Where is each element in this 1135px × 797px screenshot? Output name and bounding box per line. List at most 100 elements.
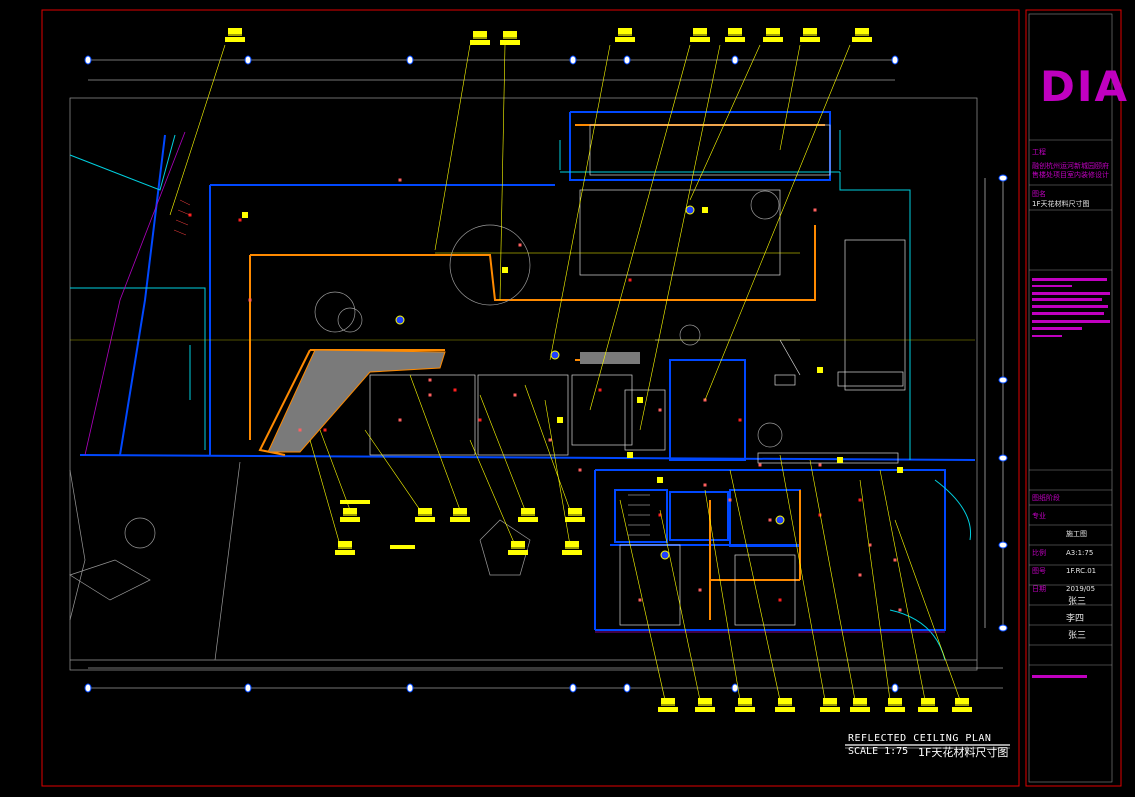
axis-bubble — [406, 55, 414, 65]
material-tag — [415, 508, 435, 522]
dimension-lines — [88, 59, 1004, 689]
downlight — [395, 315, 405, 325]
material-tag — [565, 508, 585, 522]
light-fixture-large — [637, 397, 643, 403]
dia-logo: DIA — [1040, 62, 1129, 111]
annotation-leaders — [70, 44, 975, 701]
material-tag — [775, 698, 795, 712]
axis-bubble — [998, 624, 1008, 632]
material-tag — [690, 28, 710, 42]
row-label-discipline: 专业 — [1032, 512, 1046, 520]
leader-line — [549, 44, 611, 361]
downlight — [550, 350, 560, 360]
material-bar — [340, 500, 370, 504]
axis-bubble — [569, 683, 577, 693]
room-outlines — [369, 124, 906, 626]
leader-line — [704, 489, 741, 701]
light-fixture — [658, 408, 662, 412]
material-tag — [508, 541, 528, 555]
downlight — [685, 205, 695, 215]
light-fixture — [738, 418, 742, 422]
row-value-number: 1F.RC.01 — [1066, 567, 1097, 575]
material-tag — [450, 508, 470, 522]
magenta-lines — [84, 131, 945, 633]
downlight — [775, 515, 785, 525]
landscape-circles — [69, 190, 783, 661]
axis-bubble — [244, 55, 252, 65]
material-tag — [225, 28, 245, 42]
light-fixture — [428, 393, 432, 397]
light-fixture-large — [627, 452, 633, 458]
light-fixture — [868, 543, 872, 547]
light-fixture — [238, 218, 242, 222]
light-fixture — [548, 438, 552, 442]
light-fixture — [478, 418, 482, 422]
axis-bubble — [891, 55, 899, 65]
axis-bubble — [731, 683, 739, 693]
material-bar — [390, 545, 415, 549]
material-tag — [500, 31, 520, 45]
axis-bubble — [998, 541, 1008, 549]
caption-name-cn: 1F天花材料尺寸图 — [918, 746, 1009, 759]
axis-bubble — [998, 454, 1008, 462]
material-tag — [615, 28, 635, 42]
site-boundary — [69, 97, 978, 671]
light-fixture — [598, 388, 602, 392]
material-tag — [470, 31, 490, 45]
leader-line — [409, 374, 461, 511]
leader-line — [524, 384, 571, 511]
material-tags — [225, 28, 972, 712]
leader-line — [479, 394, 526, 511]
light-fixture — [398, 178, 402, 182]
material-tag — [658, 698, 678, 712]
leader-line — [879, 469, 926, 701]
leader-line — [689, 44, 761, 201]
title-block-lines — [1029, 139, 1112, 666]
light-fixture — [858, 573, 862, 577]
light-fixture — [248, 298, 252, 302]
light-fixture — [703, 483, 707, 487]
axis-bubble — [569, 55, 577, 65]
light-fixture-large — [702, 207, 708, 213]
leader-line — [434, 44, 471, 251]
leader-line — [729, 469, 781, 701]
axis-bubble — [891, 683, 899, 693]
title-block-inner — [1028, 13, 1113, 783]
axis-bubble — [84, 55, 92, 65]
axis-bubble — [244, 683, 252, 693]
row-label-stage: 图纸阶段 — [1032, 494, 1060, 502]
material-tag — [340, 508, 360, 522]
light-fixture — [768, 518, 772, 522]
light-fixture — [323, 428, 327, 432]
leader-line — [619, 499, 666, 701]
axis-bubble — [623, 683, 631, 693]
light-fixture — [698, 588, 702, 592]
material-tag — [735, 698, 755, 712]
row-label-date: 日期 — [1032, 585, 1046, 593]
light-fixture — [453, 388, 457, 392]
light-fixture-large — [657, 477, 663, 483]
material-tag — [852, 28, 872, 42]
light-fixture — [298, 428, 302, 432]
leader-line — [779, 44, 801, 151]
leader-line — [639, 44, 721, 431]
leader-line — [364, 429, 421, 511]
signature-3: 张三 — [1068, 631, 1087, 641]
light-fixture — [778, 598, 782, 602]
material-tag — [800, 28, 820, 42]
building-walls — [79, 111, 976, 631]
material-tag — [952, 698, 972, 712]
light-fixture — [813, 208, 817, 212]
ceiling-panel-grey — [267, 349, 446, 453]
ceiling-panel-grey-2 — [580, 352, 640, 364]
row-label-scale: 比例 — [1032, 549, 1046, 557]
light-fixture — [893, 558, 897, 562]
leader-line — [779, 454, 826, 701]
material-tag — [885, 698, 905, 712]
light-fixture — [658, 513, 662, 517]
axis-bubble — [406, 683, 414, 693]
light-fixture-large — [502, 267, 508, 273]
material-tag — [562, 541, 582, 555]
project-label: 工程 — [1032, 148, 1046, 156]
light-fixture — [578, 468, 582, 472]
